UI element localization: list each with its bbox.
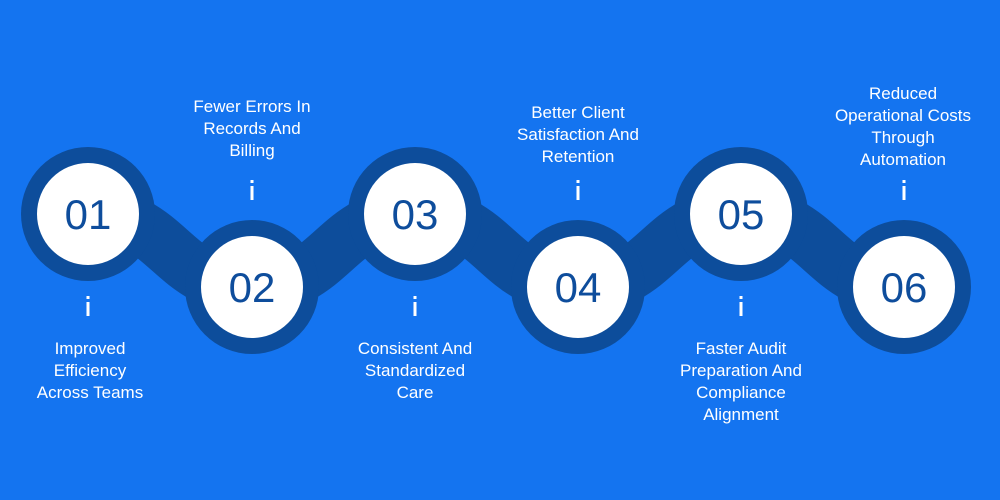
step-2-disc (201, 236, 303, 338)
step-4-connector (576, 180, 580, 200)
step-2-number: 02 (229, 264, 276, 311)
step-3-connector (413, 296, 417, 316)
step-5-number: 05 (718, 191, 765, 238)
step-3-number: 03 (392, 191, 439, 238)
step-nodes: 01 02 03 04 05 06 (21, 147, 971, 354)
step-6-disc (853, 236, 955, 338)
step-1-label: Improved Efficiency Across Teams (36, 339, 144, 402)
step-5-disc (690, 163, 792, 265)
step-2-label: Fewer Errors In Records And Billing (193, 97, 311, 160)
step-4-label: Better Client Satisfaction And Retention (517, 103, 639, 166)
step-6-connector (902, 180, 906, 200)
step-4-disc (527, 236, 629, 338)
step-3-label: Consistent And Standardized Care (357, 339, 473, 402)
step-3-disc (364, 163, 466, 265)
step-1-connector (86, 296, 90, 316)
step-6-number: 06 (881, 264, 928, 311)
step-1-number: 01 (65, 191, 112, 238)
step-4-number: 04 (555, 264, 602, 311)
step-5-connector (739, 296, 743, 316)
step-5-label: Faster Audit Preparation And Compliance … (680, 339, 802, 424)
step-1-disc (37, 163, 139, 265)
step-6-label: Reduced Operational Costs Through Automa… (834, 84, 972, 169)
step-2-connector (250, 180, 254, 200)
